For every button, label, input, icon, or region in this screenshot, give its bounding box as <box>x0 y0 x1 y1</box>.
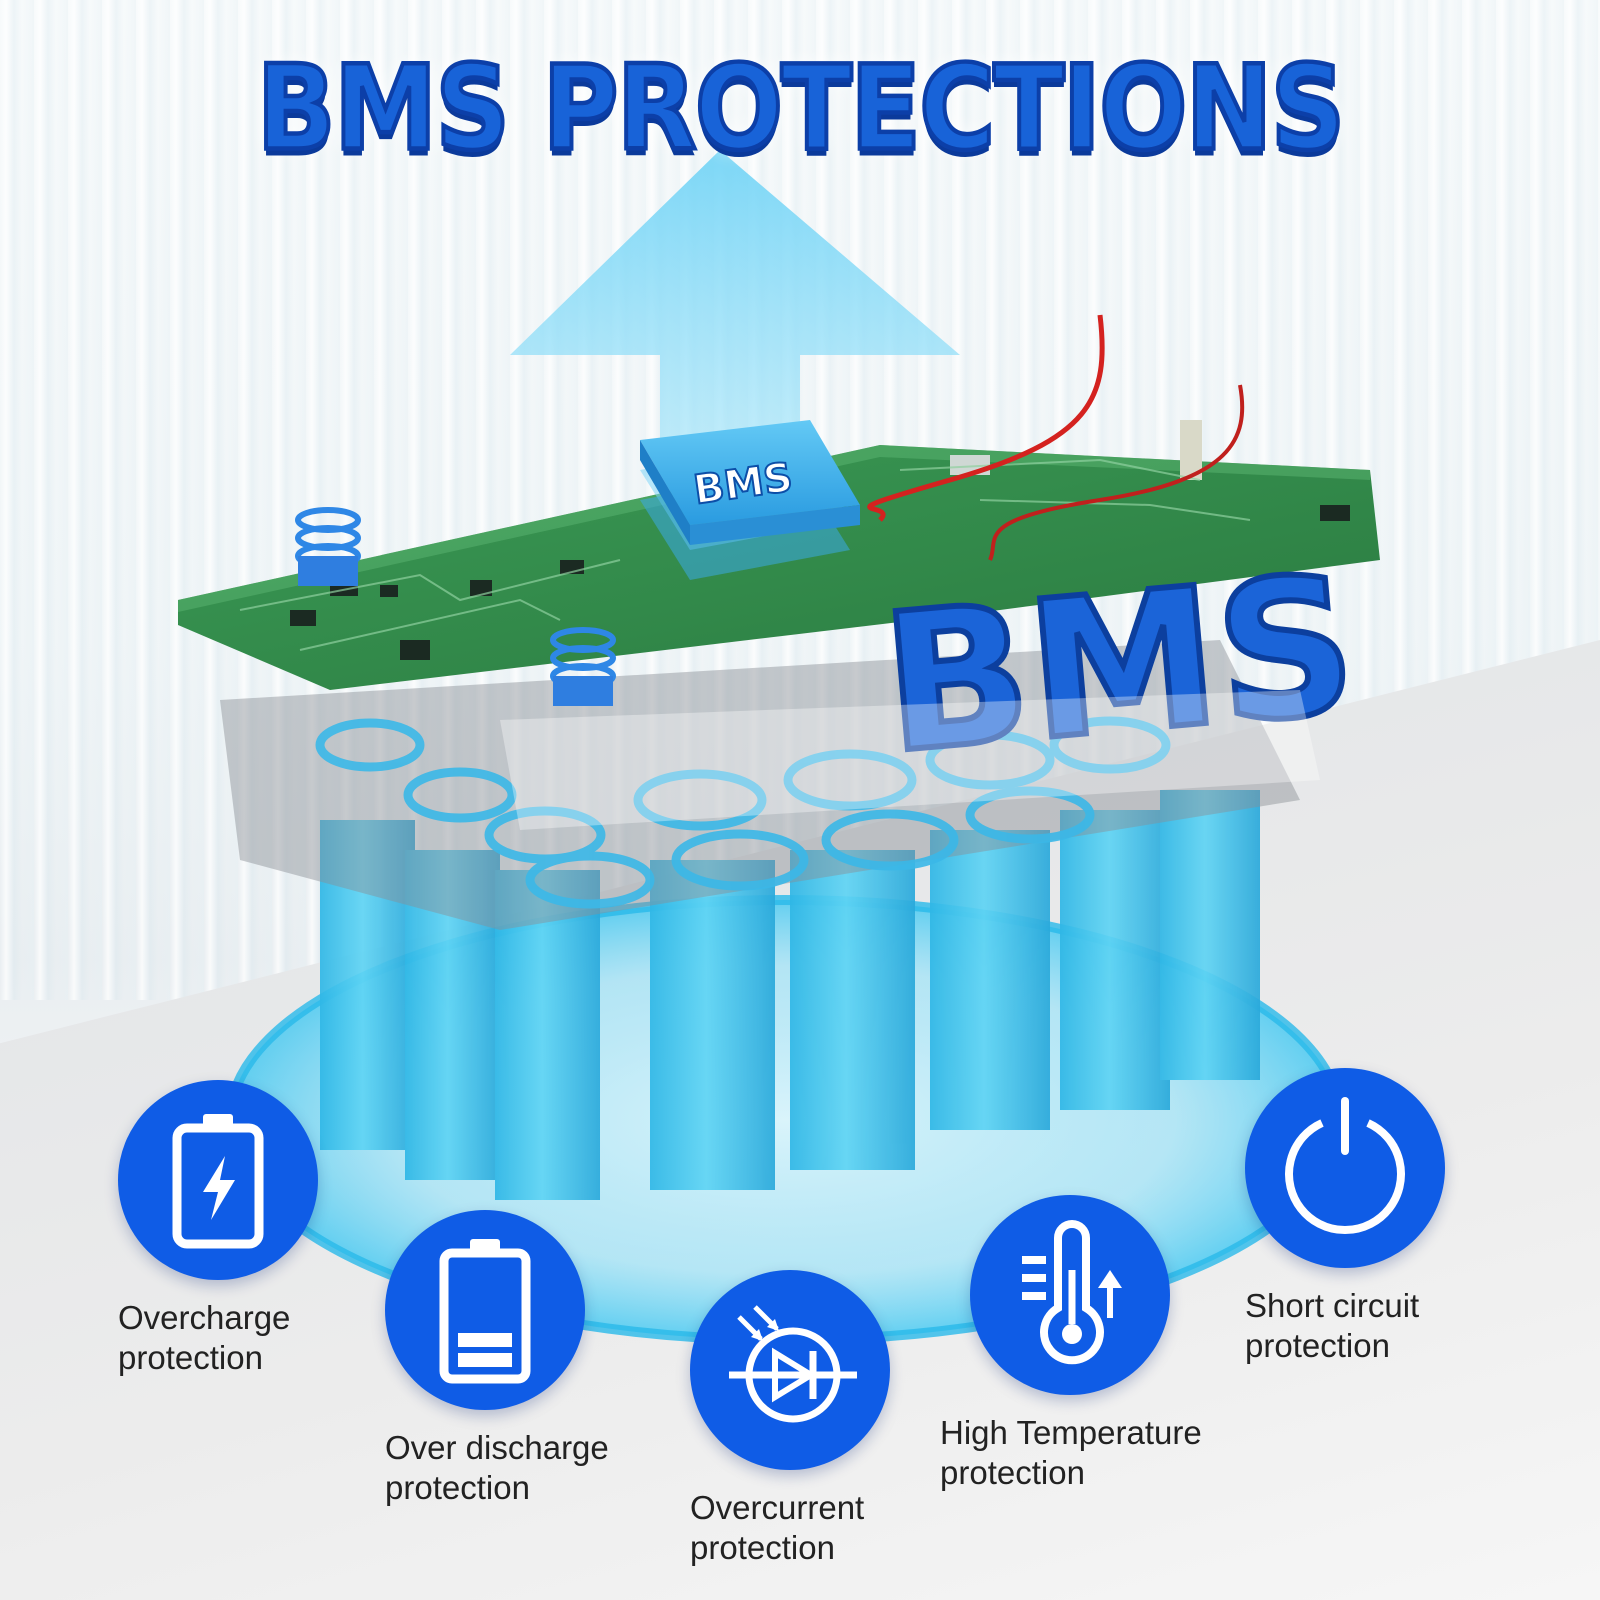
feature-short-circuit: Short circuit protection <box>1245 1068 1535 1366</box>
page-title: BMS PROTECTIONS <box>255 38 1348 179</box>
glass-sheet <box>500 690 1320 830</box>
feature-overcharge: Overcharge protection <box>118 1080 378 1378</box>
thermometer-icon <box>970 1195 1170 1395</box>
bms-board-label: BMS <box>875 534 1363 795</box>
feature-over-discharge-line2: protection <box>385 1469 530 1506</box>
coil-stack-center <box>550 627 616 706</box>
red-wire <box>867 314 1105 522</box>
feature-high-temperature-line2: protection <box>940 1454 1085 1491</box>
feature-overcharge-line2: protection <box>118 1339 263 1376</box>
feature-short-circuit-line1: Short circuit <box>1245 1287 1420 1324</box>
feature-overcurrent-line1: Overcurrent <box>690 1489 865 1526</box>
diode-icon <box>690 1270 890 1470</box>
feature-overcurrent-line2: protection <box>690 1529 835 1566</box>
pcb-components <box>290 420 1350 660</box>
battery-low-icon <box>385 1210 585 1410</box>
up-arrow <box>510 150 960 520</box>
feature-overcurrent: Overcurrent protection <box>690 1270 950 1568</box>
bms-chip <box>640 420 860 580</box>
feature-high-temperature-line1: High Temperature <box>940 1414 1202 1451</box>
cell-top-rings <box>315 716 1171 909</box>
feature-over-discharge-line1: Over discharge <box>385 1429 609 1466</box>
battery-cells <box>320 790 1260 1200</box>
battery-charging-icon <box>118 1080 318 1280</box>
coil-stack-left <box>295 507 361 586</box>
red-wire-2 <box>988 384 1245 561</box>
pcb-board <box>178 445 1380 690</box>
feature-high-temperature: High Temperature protection <box>940 1195 1270 1493</box>
feature-overcharge-line1: Overcharge <box>118 1299 291 1336</box>
pcb-traces <box>239 458 1251 651</box>
cell-holder-plate <box>220 640 1300 930</box>
feature-short-circuit-line2: protection <box>1245 1327 1390 1364</box>
feature-over-discharge: Over discharge protection <box>385 1210 645 1508</box>
power-icon <box>1245 1068 1445 1268</box>
